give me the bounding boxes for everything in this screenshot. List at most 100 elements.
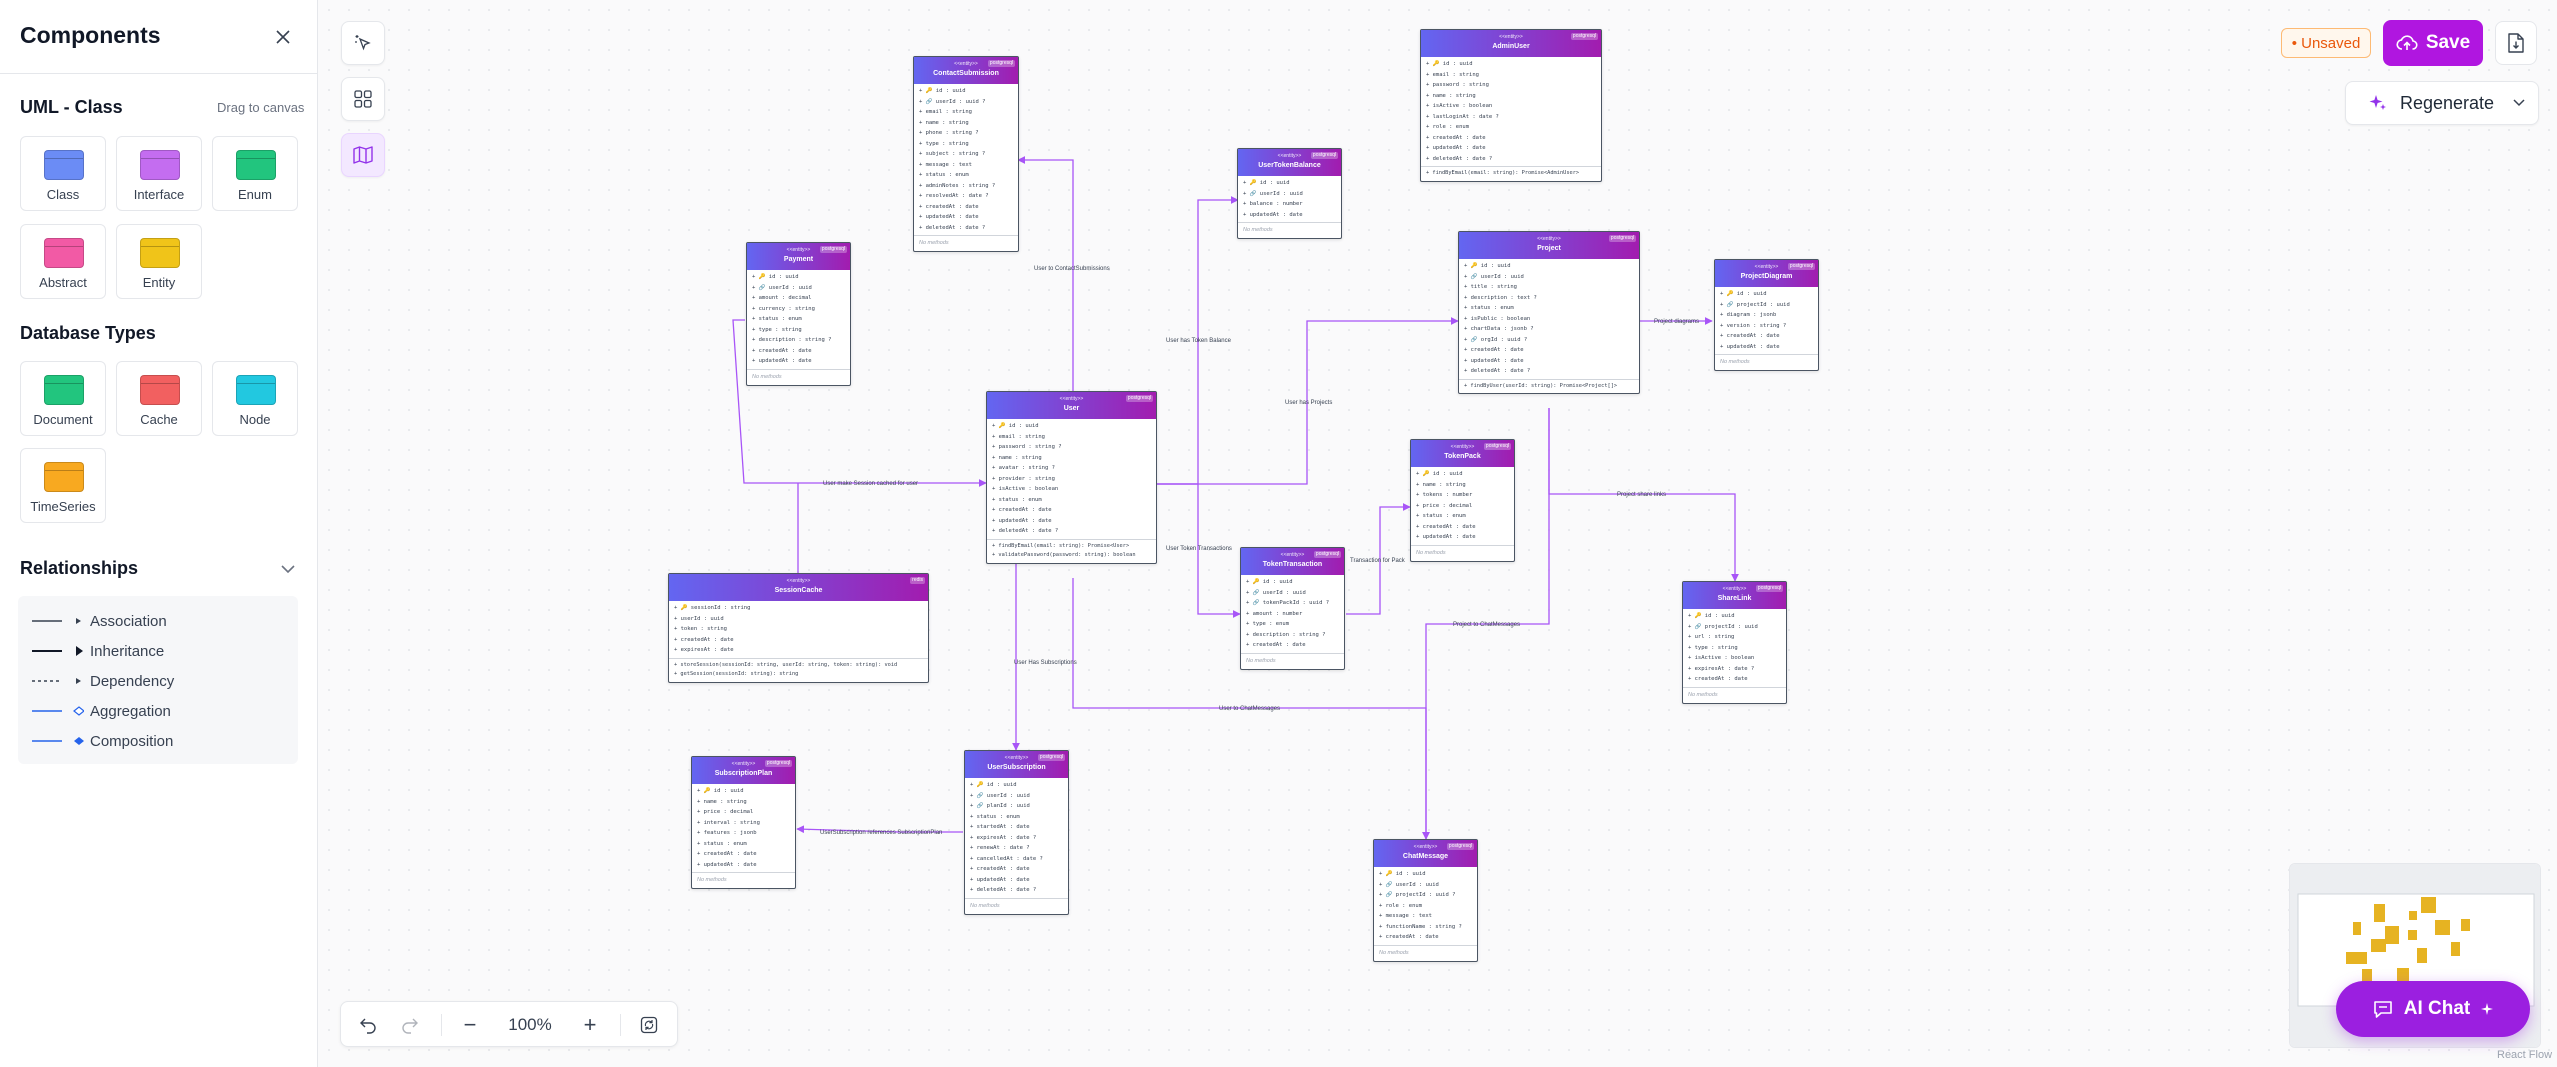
export-button[interactable] — [2495, 21, 2537, 65]
divider — [441, 1014, 442, 1036]
node-attribute: + createdAt : date — [1688, 676, 1748, 682]
node-stereotype: <<entity>> — [1722, 586, 1747, 592]
db-type-badge: postgresql — [1608, 235, 1636, 242]
edge-user-project[interactable] — [1156, 317, 1459, 485]
zoom-out-button[interactable]: − — [463, 1012, 477, 1037]
component-document[interactable]: Document — [20, 361, 106, 436]
node-attribute: + status : enum — [1464, 305, 1514, 311]
db-type-badge: postgresql — [1787, 263, 1815, 270]
relationship-association[interactable]: Association — [18, 611, 298, 633]
edge-subscription-plan[interactable] — [796, 825, 963, 834]
chevron-down-icon[interactable] — [280, 563, 296, 575]
relationship-composition[interactable]: Composition — [18, 731, 298, 753]
node-title: ProjectDiagram — [1740, 273, 1793, 280]
no-methods-label: No methods — [1416, 549, 1446, 556]
node-attribute: + status : enum — [992, 496, 1042, 503]
node-methods: No methods — [1683, 686, 1786, 703]
node-methods: + findByUser(userId: string): Promise<Pr… — [1459, 378, 1639, 394]
node-title: AdminUser — [1492, 43, 1530, 50]
node-attributes: + 🔑 id : uuid+ 🔗 projectId : uuid+ url :… — [1683, 609, 1786, 687]
component-cache[interactable]: Cache — [116, 361, 202, 436]
node-attributes: + 🔑 id : uuid+ 🔗 userId : uuid ?+ email … — [914, 84, 1018, 235]
edge-label: Project to ChatMessages — [1453, 622, 1520, 628]
relationship-dependency[interactable]: Dependency — [18, 671, 298, 693]
minimap-toggle-button[interactable] — [341, 133, 385, 177]
node-attribute: + 🔗 planId : uuid — [970, 803, 1030, 809]
no-methods-label: No methods — [1243, 227, 1273, 233]
edge-label: User to ContactSubmissions — [1034, 266, 1110, 272]
edge-project-chat[interactable] — [1422, 408, 1550, 840]
node-attribute: + updatedAt : date — [1720, 343, 1780, 350]
node-attribute: + cancelledAt : date ? — [970, 855, 1043, 862]
edge-tokentx-pack[interactable] — [1346, 503, 1411, 615]
save-button[interactable]: Save — [2383, 20, 2483, 66]
file-export-icon — [2508, 33, 2524, 53]
edge-user-contact[interactable] — [1017, 156, 1074, 391]
node-attribute: + createdAt : date — [752, 347, 812, 354]
node-attributes: + 🔑 id : uuid+ email : string+ password … — [1421, 57, 1601, 166]
node-attribute: + createdAt : date — [970, 866, 1030, 872]
node-title: SubscriptionPlan — [714, 770, 773, 777]
aggregation-line-icon — [32, 706, 84, 716]
node-attribute: + description : text ? — [1464, 294, 1537, 301]
no-methods-label: No methods — [1379, 949, 1409, 956]
db-type-badge: postgresql — [764, 760, 792, 767]
edge-label: User Token Transactions — [1166, 546, 1232, 552]
close-sidebar-button[interactable] — [268, 22, 298, 52]
node-stereotype: <<entity>> — [786, 247, 811, 253]
component-entity[interactable]: Entity — [116, 224, 202, 299]
component-abstract[interactable]: Abstract — [20, 224, 106, 299]
node-stereotype: <<entity>> — [1499, 34, 1523, 40]
node-attribute: + status : enum — [697, 840, 747, 847]
component-interface[interactable]: Interface — [116, 136, 202, 211]
redo-button[interactable] — [393, 1002, 427, 1048]
layout-grid-button[interactable] — [341, 77, 385, 121]
edge-label: User make Session cached for user — [823, 481, 918, 487]
node-attribute: + title : string — [1464, 284, 1517, 290]
component-timeseries[interactable]: TimeSeries — [20, 448, 106, 523]
regenerate-button[interactable]: Regenerate — [2345, 81, 2539, 125]
component-node[interactable]: Node — [212, 361, 298, 436]
zoom-in-button[interactable]: + — [583, 1012, 597, 1037]
undo-icon — [360, 1018, 376, 1034]
zoom-level: 100% — [508, 1015, 552, 1034]
fit-view-button[interactable] — [631, 1002, 667, 1048]
relationship-aggregation[interactable]: Aggregation — [18, 701, 298, 723]
component-class[interactable]: Class — [20, 136, 106, 211]
component-enum[interactable]: Enum — [212, 136, 298, 211]
node-attribute: + updatedAt : date — [992, 517, 1052, 524]
node-attribute: + createdAt : date — [1720, 333, 1780, 339]
edge-user-session[interactable] — [732, 319, 986, 573]
node-attribute: + functionName : string ? — [1379, 923, 1462, 930]
relationship-inheritance[interactable]: Inheritance — [18, 641, 298, 663]
edge-user-tokentx[interactable] — [1156, 483, 1241, 618]
node-attribute: + name : string — [697, 798, 747, 805]
node-attribute: + 🔗 projectId : uuid ? — [1379, 892, 1456, 898]
select-tool-button[interactable] — [341, 21, 385, 65]
node-attribute: + name : string — [1426, 92, 1476, 99]
node-attribute: + password : string — [1426, 82, 1489, 88]
node-attribute: + 🔗 userId : uuid — [752, 284, 812, 291]
ai-chat-button[interactable]: AI Chat — [2336, 981, 2530, 1037]
undo-button[interactable] — [351, 1002, 385, 1048]
node-attribute: + expiresAt : date ? — [1688, 665, 1755, 672]
no-methods-label: No methods — [1246, 657, 1276, 664]
node-attribute: + amount : decimal — [752, 295, 812, 301]
